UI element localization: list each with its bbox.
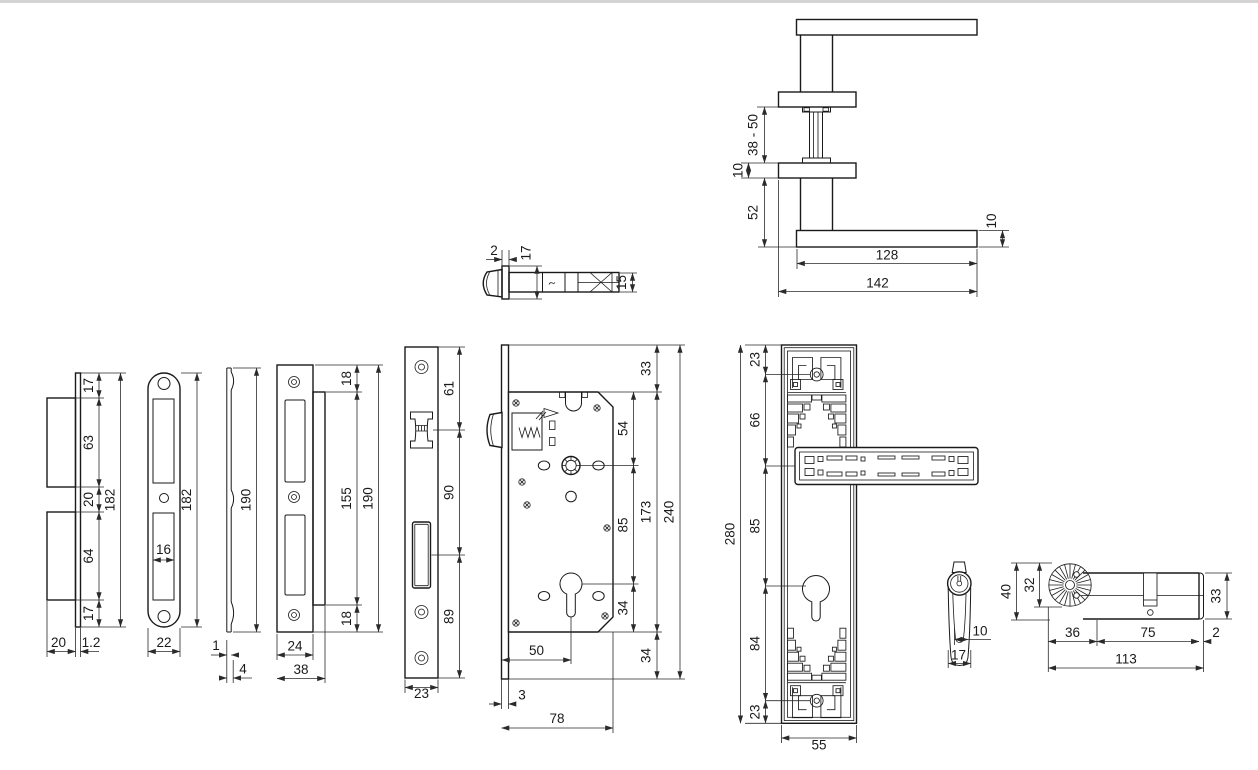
dim-forend-side-lip: 4 [239, 662, 247, 677]
backplate-ornament [787, 357, 847, 448]
latch-bolt [486, 411, 503, 449]
dim-bp-screw-to-handle: 66 [748, 412, 763, 427]
angled-strike-front-view: 18 155 18 190 24 38 [276, 364, 383, 683]
strike-plate-front-view: 16 182 22 [147, 372, 202, 657]
case-screws [512, 399, 611, 627]
dim-face-width: 23 [414, 686, 429, 701]
dim-body-follower-to-cyl: 85 [616, 517, 631, 532]
spring-notch [565, 392, 582, 412]
backplate-cylinder-hole [802, 575, 830, 622]
thumbturn-side-view: 10 17 [946, 561, 991, 668]
dim-overall-length: 142 [866, 276, 889, 291]
dim-bp-top-to-screw: 23 [748, 352, 763, 367]
spindle-follower [561, 455, 581, 476]
cylinder-front-view: 40 32 36 75 2 113 33 [999, 562, 1232, 672]
dim-grip-length: 128 [876, 248, 899, 263]
dim-forend-side-total: 190 [239, 489, 254, 512]
cylinder-cam [1143, 572, 1158, 607]
dim-cyl-knob-diameter: 32 [1022, 577, 1037, 592]
deadbolt-opening [411, 521, 432, 589]
dim-height-below-rose: 52 [746, 205, 761, 220]
dim-strike-front-total: 182 [179, 489, 194, 512]
top-rule [0, 0, 1258, 3]
dim-bp-handle-to-cyl: 85 [748, 518, 763, 533]
latch-spring [518, 426, 541, 439]
strike-plate-side-view: 17 63 20 64 17 182 20 1.2 [46, 372, 126, 657]
dim-strike-seg4: 64 [81, 548, 96, 564]
dim-strike-thickness: 1.2 [82, 635, 101, 650]
dim-thumbturn-width: 17 [951, 648, 966, 663]
dim-latch-bolt-height: 15 [614, 275, 629, 290]
handing-arrow [535, 407, 560, 421]
backplate-front-view: 23 66 85 84 23 280 55 [723, 344, 979, 753]
dim-strike-seg1: 17 [81, 378, 96, 393]
dim-strike-box-depth: 20 [51, 635, 66, 650]
dim-strike-opening: 16 [156, 542, 171, 557]
dim-body-bottom-margin: 34 [639, 648, 654, 664]
dim-latch-lip: 2 [490, 243, 498, 258]
faceplate-front-view: 61 90 89 23 [404, 346, 465, 701]
dim-forend-total: 190 [361, 487, 376, 510]
dim-bp-width: 55 [811, 738, 826, 753]
latch-bolt-detail-view: 2 17 15 [482, 243, 637, 300]
dim-cyl-cap: 2 [1212, 625, 1220, 640]
dim-forend-side-thickness: 1 [212, 638, 220, 653]
dim-thumbturn-inner: 10 [972, 624, 987, 639]
dim-body-backset: 50 [529, 643, 544, 658]
dim-bp-cyl-to-screw: 84 [748, 636, 763, 652]
dim-face-latch-to-bolt: 90 [442, 485, 457, 500]
handle-side-view: 38 - 50 10 52 10 128 142 [731, 18, 1009, 297]
dim-body-cyl-to-bottom: 34 [616, 600, 631, 616]
dim-lever-thickness: 10 [984, 213, 999, 228]
dim-body-top-to-follower: 54 [616, 421, 631, 437]
dim-strike-front-width: 22 [156, 635, 171, 650]
dim-face-bolt-to-bottom: 89 [442, 609, 457, 624]
dim-body-overall-height: 240 [662, 501, 677, 524]
dim-cyl-total-length: 113 [1115, 652, 1137, 667]
dim-cyl-outer-half: 75 [1140, 625, 1155, 640]
latch-bolt-spool [410, 411, 433, 449]
dim-door-range: 38 - 50 [746, 114, 761, 156]
dim-rose-thickness: 10 [731, 163, 746, 178]
dim-strike-total: 182 [103, 489, 118, 512]
dim-bp-total-height: 280 [723, 523, 738, 546]
dim-strike-seg5: 17 [81, 606, 96, 621]
dim-forend-overall-width: 38 [293, 662, 308, 677]
backplate-lever [794, 446, 979, 486]
dim-latch-flange: 17 [519, 245, 534, 260]
dim-cyl-inner-half: 36 [1065, 625, 1080, 640]
lock-body-view: 54 85 34 33 173 34 240 50 3 78 [486, 344, 685, 733]
dim-forend-lip-height: 155 [339, 487, 354, 510]
dim-bp-screw-to-bottom: 23 [748, 704, 763, 719]
dim-face-top-to-latch: 61 [442, 381, 457, 396]
angled-strike-side-view: 190 1 4 [211, 367, 261, 683]
dim-cyl-body-height: 33 [1209, 588, 1224, 603]
dim-forend-bottom: 18 [339, 611, 354, 626]
thumbturn-knob [1048, 563, 1092, 607]
dim-forend-plate-width: 24 [287, 639, 303, 654]
dim-body-height: 173 [639, 501, 654, 524]
dim-body-depth: 78 [549, 711, 564, 726]
dim-strike-seg3: 20 [81, 492, 96, 507]
dim-strike-seg2: 63 [81, 435, 96, 450]
dim-cyl-overall-height: 40 [999, 584, 1014, 599]
dim-body-top-margin: 33 [639, 361, 654, 376]
dim-forend-top: 18 [339, 371, 354, 386]
dim-body-faceplate-thickness: 3 [518, 688, 526, 703]
